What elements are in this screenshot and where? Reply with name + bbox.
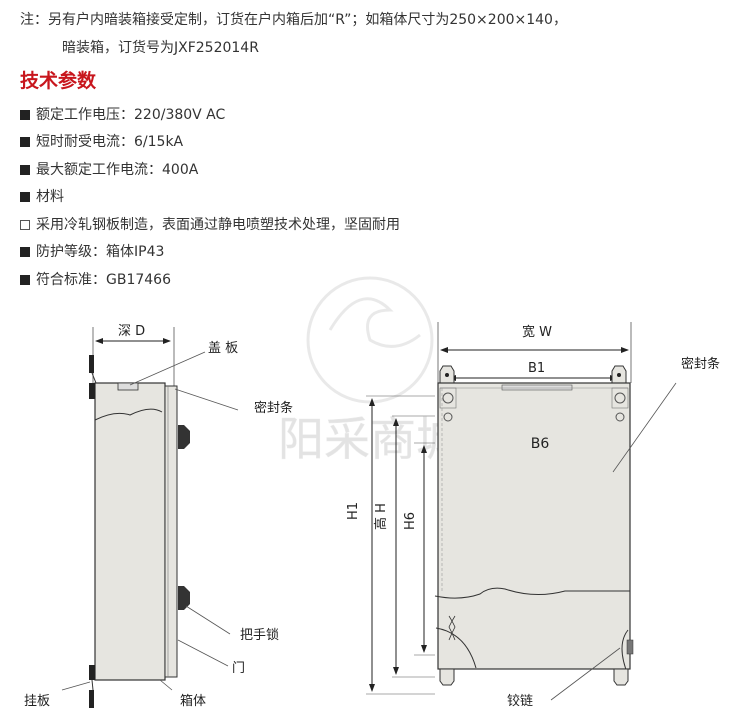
- b1-label: B1: [528, 361, 545, 376]
- seal-label-front: 密封条: [681, 356, 720, 372]
- bullet-icon: [20, 165, 30, 175]
- handle-lock-bottom: [178, 586, 190, 610]
- spec-item: 额定工作电压：220/380V AC: [20, 104, 225, 124]
- spec-text: 额定工作电压：220/380V AC: [36, 107, 226, 123]
- spec-item: 防护等级：箱体IP43: [20, 241, 164, 261]
- door: [164, 385, 178, 678]
- body-label: 箱体: [180, 693, 206, 709]
- depth-label: 深 D: [118, 324, 145, 339]
- handle-lock-label: 把手锁: [240, 627, 279, 643]
- h1-label: H1: [346, 502, 361, 520]
- note-line-1: 注：另有户内暗装箱接受定制，订货在户内箱后加“R”；如箱体尺寸为250×200×…: [20, 12, 567, 28]
- spec-text: 符合标准：GB17466: [36, 272, 171, 288]
- spec-text: 防护等级：箱体IP43: [36, 244, 165, 260]
- bullet-icon: [20, 192, 30, 202]
- spec-text: 最大额定工作电流：400A: [36, 162, 199, 178]
- bullet-icon: [20, 275, 30, 285]
- hinge-label: 铰链: [507, 694, 533, 709]
- width-label: 宽 W: [522, 324, 552, 340]
- spec-text: 短时耐受电流：6/15kA: [36, 134, 184, 150]
- spec-item: 短时耐受电流：6/15kA: [20, 131, 183, 151]
- bullet-icon: [20, 137, 30, 147]
- front-view: 宽 W B1 B6 密封条: [346, 322, 720, 709]
- spec-text: 采用冷轧钢板制造，表面通过静电喷塑技术处理，坚固耐用: [36, 217, 400, 233]
- h6-label: H6: [403, 512, 418, 530]
- door-label: 门: [232, 661, 245, 676]
- cover-label: 盖 板: [208, 341, 238, 356]
- watermark-text: 阳采商城: [278, 412, 462, 466]
- seal-label-side: 密封条: [254, 400, 293, 416]
- bullet-icon: [20, 247, 30, 257]
- watermark-logo: 阳采商城: [278, 276, 462, 466]
- box-body: [94, 382, 166, 681]
- bullet-icon: [20, 110, 30, 120]
- note-line-2: 暗装箱，订货号为JXF252014R: [62, 40, 259, 56]
- section-title: 技术参数: [20, 70, 97, 92]
- side-view: 深 D 盖 板 密封条 把手锁 门 箱体 挂板: [24, 324, 293, 709]
- spec-item: 采用冷轧钢板制造，表面通过静电喷塑技术处理，坚固耐用: [20, 214, 400, 234]
- hanger-label: 挂板: [24, 694, 50, 709]
- spec-text: 材料: [36, 189, 64, 205]
- hollow-bullet-icon: [20, 220, 30, 230]
- b6-label: B6: [531, 436, 550, 452]
- height-label: 高 H: [373, 503, 389, 530]
- handle-lock-top: [178, 425, 190, 449]
- spec-item: 最大额定工作电流：400A: [20, 159, 198, 179]
- spec-item: 符合标准：GB17466: [20, 269, 171, 289]
- spec-item: 材料: [20, 186, 64, 206]
- box-front: [437, 382, 631, 670]
